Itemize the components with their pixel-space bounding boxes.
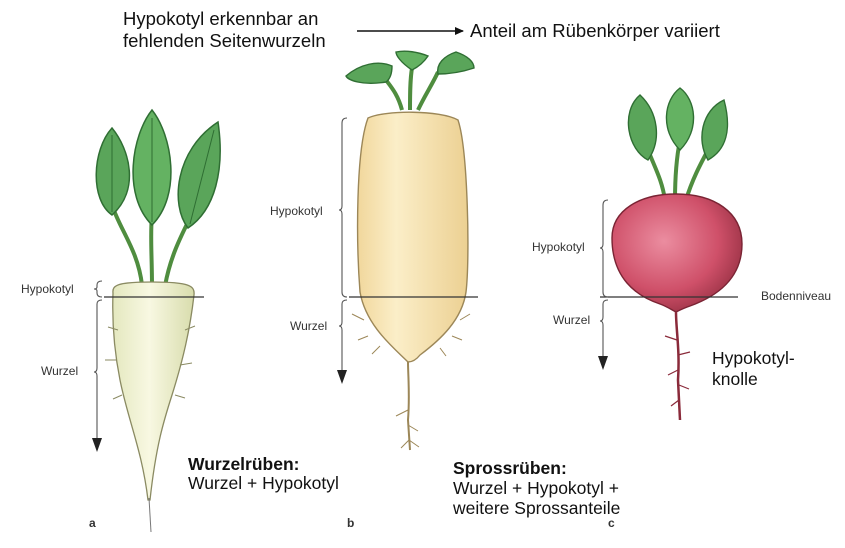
- panel-c-ground-label: Bodenniveau: [761, 289, 832, 303]
- panel-c-knolle-line1: Hypokotyl-: [712, 348, 795, 368]
- panel-a-wurzel-label: Wurzel: [41, 364, 79, 378]
- panel-c-leaves: [627, 87, 729, 201]
- panel-b-beet: [351, 111, 471, 451]
- panel-a-letter: a: [89, 516, 96, 530]
- annotation-anteil: Anteil am Rübenkörper variiert: [470, 20, 720, 41]
- panel-b-hypokotyl-brace: [338, 117, 348, 298]
- panel-a-wurzel-arrow: [92, 299, 103, 452]
- annotation-hypokotyl-line2: fehlenden Seitenwurzeln: [123, 30, 326, 51]
- panel-b-caption-line1: Wurzel + Hypokotyl +: [453, 478, 619, 498]
- panel-b-caption-line2: weitere Sprossanteile: [453, 498, 621, 518]
- panel-c-knolle-line2: knolle: [712, 369, 758, 389]
- annotation-hypokotyl-line1: Hypokotyl erkennbar an: [123, 8, 319, 29]
- panel-a-caption-title: Wurzelrüben:: [188, 454, 300, 474]
- panel-c-wurzel-arrow: [598, 299, 609, 370]
- panel-c-wurzel-label: Wurzel: [553, 313, 591, 327]
- panel-b-leaves: [345, 50, 475, 111]
- panel-a-root: [105, 281, 196, 533]
- panel-b-hypokotyl-label: Hypokotyl: [270, 204, 323, 218]
- panel-a-leaves: [95, 108, 221, 288]
- panel-c-beet: [611, 193, 743, 421]
- panel-c-hypokotyl-label: Hypokotyl: [532, 240, 585, 254]
- panel-c-hypokotyl-brace: [599, 199, 609, 298]
- panel-a-hypokotyl-label: Hypokotyl: [21, 282, 74, 296]
- panel-b-caption-title: Sprossrüben:: [453, 458, 567, 478]
- panel-a-caption-text: Wurzel + Hypokotyl: [188, 473, 339, 493]
- panel-a-hypokotyl-brace: [93, 280, 103, 298]
- panel-b-wurzel-label: Wurzel: [290, 319, 328, 333]
- panel-b-wurzel-arrow: [337, 299, 348, 384]
- panel-c-letter: c: [608, 516, 615, 530]
- panel-b-letter: b: [347, 516, 355, 530]
